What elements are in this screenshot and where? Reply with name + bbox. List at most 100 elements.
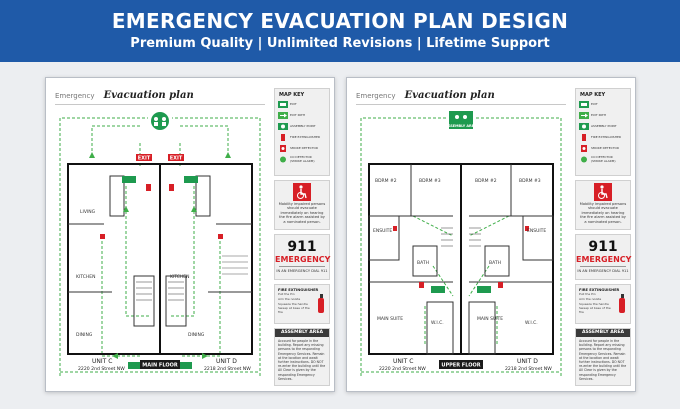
fire-extinguisher-icon: [318, 294, 324, 313]
exit-sign-label-right: EXIT: [170, 156, 183, 162]
floor-plan-upper: ASSEMBLY AREA: [353, 106, 569, 388]
exit-path-lines: [360, 117, 562, 376]
co-detector-icon: [581, 156, 587, 163]
unit-c-address: 2220 2nd Street NW: [78, 366, 125, 372]
unit-d-address: 2218 2nd Street NW: [505, 366, 552, 372]
unit-d-address: 2218 2nd Street NW: [204, 366, 251, 372]
emergency-note: IN AN EMERGENCY DIAL 911: [577, 269, 629, 273]
exit-sign-icon: [278, 101, 288, 108]
key-label-smoke: SMOKE DETECTOR: [290, 145, 318, 150]
room-kitchen-left: KITCHEN: [76, 274, 96, 280]
key-label-exit-path: EXIT PATH: [290, 112, 306, 117]
interior-walls: [368, 164, 554, 355]
banner-subtitle: Premium Quality | Unlimited Revisions | …: [130, 36, 550, 51]
emergency-word: EMERGENCY: [275, 255, 331, 264]
floor-plan-main: EXIT EXIT: [52, 106, 268, 388]
key-row-exit: EXIT: [579, 99, 630, 110]
key-row-exit-path: EXIT PATH: [579, 110, 630, 121]
header-emergency: Emergency: [55, 91, 95, 100]
key-row-exit: EXIT: [278, 99, 329, 110]
stairs: [441, 227, 481, 247]
extinguisher-step: Aim the nozzle: [579, 296, 602, 301]
mobility-text: Mobility impaired persons should evacuat…: [579, 202, 627, 224]
banner-title: EMERGENCY EVACUATION PLAN DESIGN: [111, 9, 569, 33]
room-wic-right: W.I.C.: [525, 320, 538, 326]
room-bath-right: BATH: [489, 260, 501, 266]
key-label-exit: EXIT: [591, 101, 598, 106]
exit-path-arrow-icon: [278, 112, 288, 119]
key-row-co: CO DETECTOR (SMOKE ALARM): [579, 154, 630, 165]
fire-extinguisher-icon: [619, 294, 625, 313]
header-evacuation: Evacuation plan: [103, 90, 194, 101]
key-label-co: CO DETECTOR (SMOKE ALARM): [591, 155, 616, 163]
exit-path-arrow-icon: [89, 152, 231, 359]
map-key: MAP KEY EXIT EXIT PATH ASSEMBLY POINT FI…: [274, 88, 330, 176]
assembly-text: Account for people in the building. Repo…: [579, 339, 627, 381]
assembly-title: ASSEMBLY AREA: [576, 329, 630, 337]
smoke-detector-icon: [280, 145, 286, 152]
exit-sign-icon: [431, 286, 491, 293]
fire-extinguisher-icon: [582, 134, 586, 141]
header-rule: [55, 104, 265, 105]
key-row-exit-path: EXIT PATH: [278, 110, 329, 121]
assembly-text: Account for people in the building. Repo…: [278, 339, 326, 381]
extinguisher-step: Sweep at base of the fire: [579, 306, 611, 315]
emergency-divider: [279, 266, 325, 267]
legend-panel: MAP KEY EXIT EXIT PATH ASSEMBLY POINT FI…: [575, 88, 631, 386]
extinguisher-title: FIRE EXTINGUISHER: [579, 288, 620, 292]
smoke-detector-icon: [581, 145, 587, 152]
extinguisher-step: Aim the nozzle: [278, 296, 301, 301]
wheelchair-icon: [594, 183, 612, 201]
co-detector-icon: [280, 156, 286, 163]
emergency-911: 911 EMERGENCY IN AN EMERGENCY DIAL 911: [274, 234, 330, 280]
map-key-title: MAP KEY: [279, 92, 305, 98]
key-row-smoke: SMOKE DETECTOR: [278, 143, 329, 154]
assembly-area-notice: ASSEMBLY AREA Account for people in the …: [575, 328, 631, 386]
emergency-number: 911: [287, 239, 317, 255]
evacuation-plan-main-floor: Emergency Evacuation plan: [45, 77, 335, 392]
plan-header: Emergency Evacuation plan: [356, 85, 495, 103]
unit-d-label: UNIT D: [517, 358, 538, 365]
banner: EMERGENCY EVACUATION PLAN DESIGN Premium…: [0, 0, 680, 62]
room-bdrm2-left: BDRM #2: [375, 178, 397, 184]
map-key: MAP KEY EXIT EXIT PATH ASSEMBLY POINT FI…: [575, 88, 631, 176]
assembly-point-icon: [579, 123, 589, 130]
extinguisher-instructions: FIRE EXTINGUISHER Pull the Pin Aim the n…: [575, 284, 631, 324]
room-bath-left: BATH: [417, 260, 429, 266]
extinguisher-step: Pull the Pin: [278, 292, 295, 296]
assembly-point-icon: [278, 123, 288, 130]
legend-panel: MAP KEY EXIT EXIT PATH ASSEMBLY POINT FI…: [274, 88, 330, 386]
key-label-smoke: SMOKE DETECTOR: [591, 145, 619, 150]
extinguisher-step: Squeeze the handle: [278, 301, 308, 306]
header-evacuation: Evacuation plan: [404, 90, 495, 101]
floor-badge: UPPER FLOOR: [439, 360, 483, 369]
extinguisher-step: Squeeze the handle: [579, 301, 609, 306]
key-row-assembly: ASSEMBLY POINT: [278, 121, 329, 132]
room-ensuite-right: ENSUITE: [527, 228, 546, 234]
extinguisher-step: Sweep at base of the fire: [278, 306, 310, 315]
key-label-exit: EXIT: [290, 101, 297, 106]
room-bdrm3-left: BDRM #3: [419, 178, 441, 184]
building-walls: [67, 163, 253, 355]
room-dining-right: DINING: [188, 332, 205, 338]
header-emergency: Emergency: [356, 91, 396, 100]
emergency-note: IN AN EMERGENCY DIAL 911: [276, 269, 328, 273]
fire-extinguisher-icon: [393, 226, 529, 288]
key-label-exit-path: EXIT PATH: [591, 112, 607, 117]
room-kitchen-right: KITCHEN: [170, 274, 190, 280]
key-row-extinguisher: FIRE EXTINGUISHER: [579, 132, 630, 143]
evacuation-plan-upper-floor: Emergency Evacuation plan ASSEMBLY AREA: [346, 77, 636, 392]
emergency-word: EMERGENCY: [576, 255, 632, 264]
map-key-title: MAP KEY: [580, 92, 606, 98]
emergency-divider: [580, 266, 626, 267]
stairs: [136, 255, 248, 301]
key-label-extinguisher: FIRE EXTINGUISHER: [591, 134, 621, 139]
plan-header: Emergency Evacuation plan: [55, 85, 194, 103]
fire-extinguisher-icon: [281, 134, 285, 141]
exit-path-arrow-icon: [579, 112, 589, 119]
key-row-assembly: ASSEMBLY POINT: [579, 121, 630, 132]
mobility-notice: Mobility impaired persons should evacuat…: [575, 180, 631, 230]
key-row-extinguisher: FIRE EXTINGUISHER: [278, 132, 329, 143]
emergency-number: 911: [588, 239, 618, 255]
extinguisher-step: Pull the Pin: [579, 292, 596, 296]
